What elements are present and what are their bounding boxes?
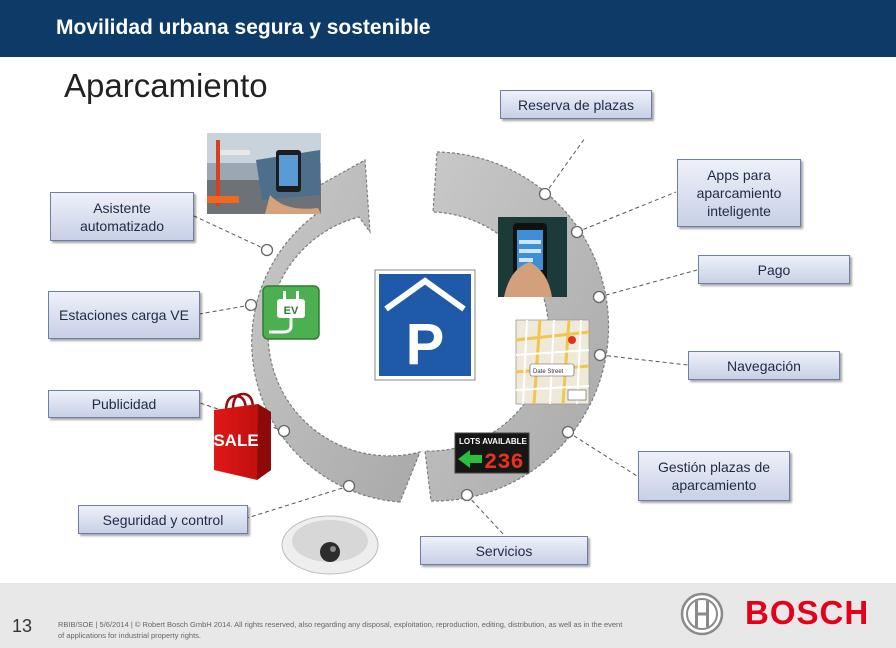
lots-available-sign-icon: LOTS AVAILABLE 236 [454,432,530,475]
smartphone-app-photo-icon [498,217,567,297]
ev-charging-icon: EV [262,285,320,340]
sale-text: SALE [213,431,258,450]
connector-dots [244,187,607,502]
bosch-armature-logo-icon [680,592,724,636]
parking-letter: P [406,312,445,377]
label-reserva-de-plazas: Reserva de plazas [500,90,652,119]
security-camera-icon [281,515,379,575]
header-title: Movilidad urbana segura y sostenible [56,16,431,39]
label-gestion-plazas: Gestión plazas de aparcamiento [638,451,790,501]
label-pago: Pago [698,255,850,284]
lots-caption: LOTS AVAILABLE [459,437,528,446]
label-estaciones-carga: Estaciones carga VE [48,291,200,339]
label-seguridad-control: Seguridad y control [78,505,248,534]
label-servicios: Servicios [420,536,588,565]
lots-number: 236 [484,450,524,475]
navigation-map-icon: Date Street [515,319,590,405]
legal-notice: RBIB/SOE | 5/6/2014 | © Robert Bosch Gmb… [58,620,623,640]
ev-text: EV [284,305,299,317]
label-publicidad: Publicidad [48,390,200,418]
footer-bar [0,583,896,648]
label-navegacion: Navegación [688,351,840,380]
slide-title: Aparcamiento [64,67,268,104]
shopping-bag-sale-icon: SALE [213,392,271,480]
page-number: 13 [12,616,33,636]
parking-sign-icon: P [374,269,476,381]
label-apps-aparcamiento: Apps para aparcamiento inteligente [677,159,801,227]
parking-barrier-photo-icon [207,133,321,214]
label-asistente-automatizado: Asistente automatizado [50,192,194,241]
bosch-wordmark: BOSCH [745,594,870,631]
header-bar: Movilidad urbana segura y sostenible [0,0,896,57]
map-label: Date Street [533,369,564,375]
